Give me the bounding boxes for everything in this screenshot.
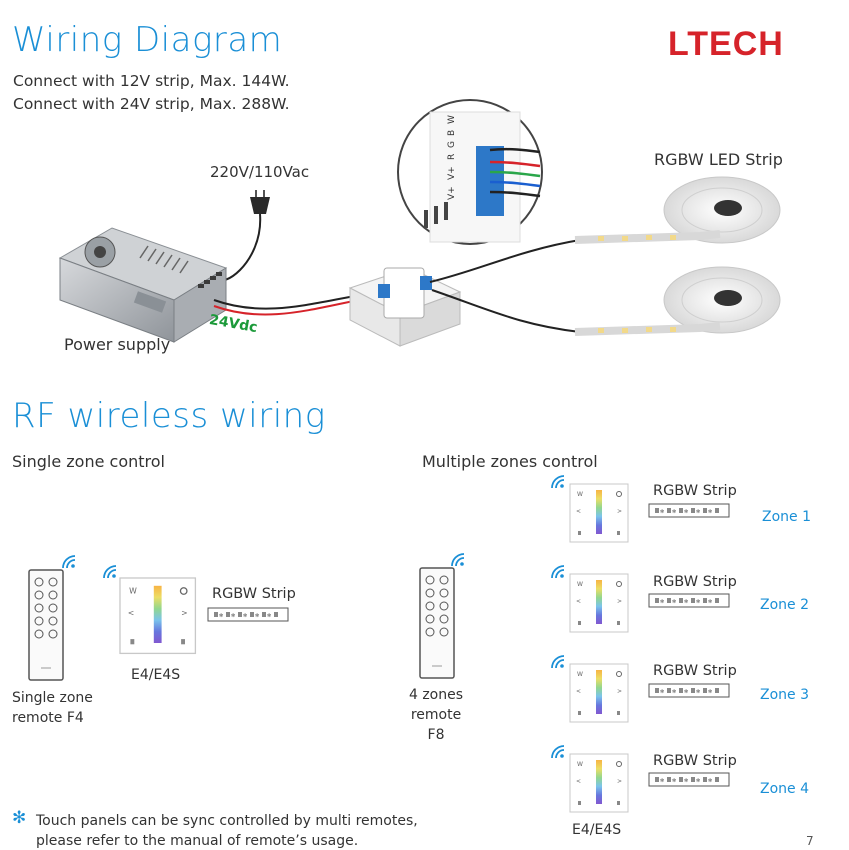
zone4-strip-icon: [648, 772, 730, 787]
page-title: Wiring Diagram: [12, 20, 283, 60]
svg-text:W: W: [447, 115, 457, 124]
zone2-label: Zone 2: [760, 597, 809, 613]
zone1-panel-icon: [569, 483, 629, 543]
svg-text:B: B: [447, 130, 457, 136]
rf-section-title: RF wireless wiring: [12, 396, 326, 436]
single-zone-remote-label: Single zone remote F4: [12, 690, 93, 726]
zone1-strip-icon: [648, 503, 730, 518]
led-strip-reel-1: [574, 176, 781, 244]
footnote-text: Touch panels can be sync controlled by m…: [36, 813, 418, 849]
zone4-panel-icon: [569, 753, 629, 813]
mains-voltage-label: 220V/110Vac: [210, 163, 310, 181]
single-zone-strip-label: RGBW Strip: [212, 586, 296, 602]
zone3-strip-label: RGBW Strip: [653, 663, 737, 679]
power-supply-unit: [58, 227, 228, 343]
zone1-strip-label: RGBW Strip: [653, 483, 737, 499]
brand-logo: LTECH: [668, 25, 784, 63]
terminal-labels: V+ V+ R G B W: [447, 115, 457, 200]
zone2-strip-label: RGBW Strip: [653, 574, 737, 590]
svg-text:V+: V+: [447, 166, 457, 180]
multi-zone-remote-icon: [419, 567, 455, 679]
zone3-label: Zone 3: [760, 687, 809, 703]
zone4-label: Zone 4: [760, 781, 809, 797]
multi-zone-panel-label: E4/E4S: [572, 822, 622, 838]
multi-zone-remote-label: 4 zones remote F8: [408, 687, 464, 743]
zone3-panel-icon: [569, 663, 629, 723]
single-remote-signal-icon: [62, 555, 76, 569]
svg-text:V+: V+: [447, 186, 457, 200]
svg-text:G: G: [447, 141, 457, 148]
terminal-zoom-detail: [397, 99, 543, 245]
single-zone-heading: Single zone control: [12, 452, 165, 471]
page-number: 7: [806, 834, 814, 848]
single-zone-panel-label: E4/E4S: [131, 667, 181, 683]
led-strip-label: RGBW LED Strip: [654, 150, 783, 169]
footnote-asterisk-icon: ✻: [12, 808, 27, 828]
zone4-signal-icon: [551, 745, 565, 759]
led-strip-reel-2: [574, 266, 781, 336]
spec-12v: Connect with 12V strip, Max. 144W.: [13, 72, 290, 90]
touch-panel-controller: [348, 267, 462, 347]
single-zone-strip-icon: [207, 607, 289, 622]
zone4-strip-label: RGBW Strip: [653, 753, 737, 769]
single-zone-panel-icon: [119, 577, 197, 655]
power-supply-label: Power supply: [64, 335, 171, 354]
zone1-label: Zone 1: [762, 509, 811, 525]
zone1-signal-icon: [551, 475, 565, 489]
zone3-signal-icon: [551, 655, 565, 669]
single-panel-signal-icon: [103, 565, 117, 579]
wiring-illustration: V+ V+ R G B W: [58, 99, 781, 347]
zone3-strip-icon: [648, 683, 730, 698]
multi-zone-heading: Multiple zones control: [422, 452, 598, 471]
svg-text:R: R: [447, 154, 457, 160]
zone2-panel-icon: [569, 573, 629, 633]
zone2-signal-icon: [551, 565, 565, 579]
spec-24v: Connect with 24V strip, Max. 288W.: [13, 95, 290, 113]
single-zone-remote-icon: [28, 569, 64, 681]
zone2-strip-icon: [648, 593, 730, 608]
multi-remote-signal-icon: [451, 553, 465, 567]
